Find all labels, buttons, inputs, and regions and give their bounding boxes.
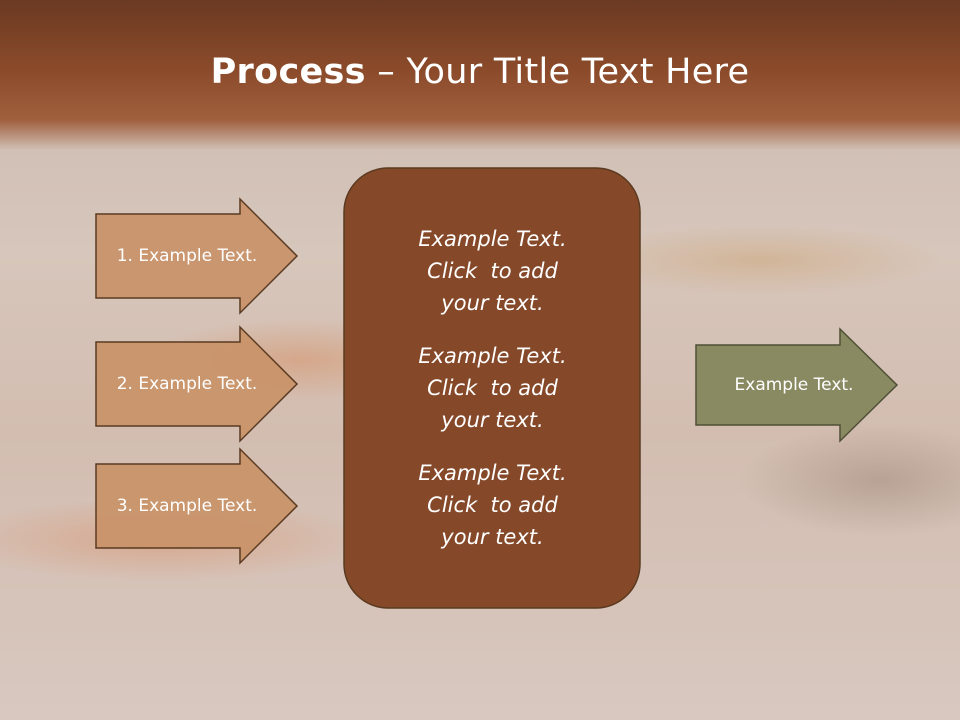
right-arrow-label: Example Text. xyxy=(734,375,854,395)
center-text-block-1[interactable]: Example Text. Click to add your text. xyxy=(418,223,566,319)
slide-title[interactable]: Process – Your Title Text Here xyxy=(0,52,960,92)
center-text-line: Click to add xyxy=(427,375,558,400)
center-text-line: Example Text. xyxy=(418,343,567,368)
center-text-block-3[interactable]: Example Text. Click to add your text. xyxy=(418,457,566,553)
left-arrow-3-label: 3. Example Text. xyxy=(116,496,258,516)
center-text-block-2[interactable]: Example Text. Click to add your text. xyxy=(418,340,566,436)
title-band xyxy=(0,0,960,150)
left-arrow-2[interactable] xyxy=(95,325,299,443)
center-text-line: Example Text. xyxy=(418,460,567,485)
left-arrow-1-label: 1. Example Text. xyxy=(116,246,258,266)
left-arrow-1[interactable] xyxy=(95,197,299,315)
title-bold: Process xyxy=(210,52,366,92)
left-arrow-3[interactable] xyxy=(95,447,299,565)
center-text-line: your text. xyxy=(441,290,544,315)
right-arrow[interactable] xyxy=(695,327,899,443)
center-text-line: Click to add xyxy=(427,492,558,517)
center-text-line: Example Text. xyxy=(418,226,567,251)
title-rest: – Your Title Text Here xyxy=(365,52,750,92)
center-box[interactable] xyxy=(343,167,641,609)
left-arrow-2-label: 2. Example Text. xyxy=(116,374,258,394)
center-text-line: Click to add xyxy=(427,258,558,283)
center-box-text: Example Text. Click to add your text. Ex… xyxy=(345,168,640,608)
center-text-line: your text. xyxy=(441,407,544,432)
center-text-line: your text. xyxy=(441,524,544,549)
